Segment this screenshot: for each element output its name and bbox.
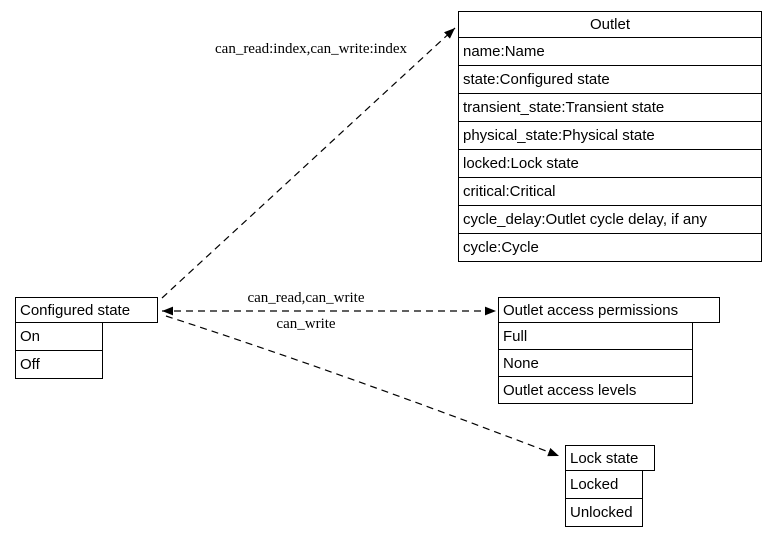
node-outlet-title: Outlet	[458, 11, 762, 38]
node-outlet-access-permissions-title: Outlet access permissions	[498, 297, 720, 323]
node-outlet-row: state:Configured state	[458, 65, 762, 94]
node-lock-state-title: Lock state	[565, 445, 655, 471]
node-outlet-access-permissions-row: Outlet access levels	[498, 376, 693, 404]
node-configured-state-row: Off	[15, 350, 103, 379]
node-lock-state: Lock state Locked Unlocked	[565, 445, 655, 527]
edge-label-permissions: can_read,can_write	[247, 290, 365, 306]
node-outlet-access-permissions-row: None	[498, 349, 693, 377]
node-configured-state-row: On	[15, 322, 103, 351]
node-outlet-access-permissions: Outlet access permissions Full None Outl…	[498, 297, 720, 404]
node-outlet-row: transient_state:Transient state	[458, 93, 762, 122]
node-outlet-row: cycle:Cycle	[458, 233, 762, 262]
node-outlet-row: critical:Critical	[458, 177, 762, 206]
node-configured-state: Configured state On Off	[15, 297, 158, 379]
node-lock-state-row: Locked	[565, 470, 643, 499]
node-outlet-row: physical_state:Physical state	[458, 121, 762, 150]
node-outlet-access-permissions-row: Full	[498, 322, 693, 350]
node-outlet-row: locked:Lock state	[458, 149, 762, 178]
edge-label-write: can_write	[276, 316, 336, 332]
node-outlet: Outlet name:Name state:Configured state …	[458, 11, 762, 262]
node-configured-state-title: Configured state	[15, 297, 158, 323]
edge-configured-state-to-lock-state	[165, 315, 560, 457]
node-outlet-row: name:Name	[458, 37, 762, 66]
edge-configured-state-to-outlet	[161, 27, 456, 299]
node-lock-state-row: Unlocked	[565, 498, 643, 527]
node-outlet-row: cycle_delay:Outlet cycle delay, if any	[458, 205, 762, 234]
edge-label-outlet: can_read:index,can_write:index	[215, 41, 407, 57]
